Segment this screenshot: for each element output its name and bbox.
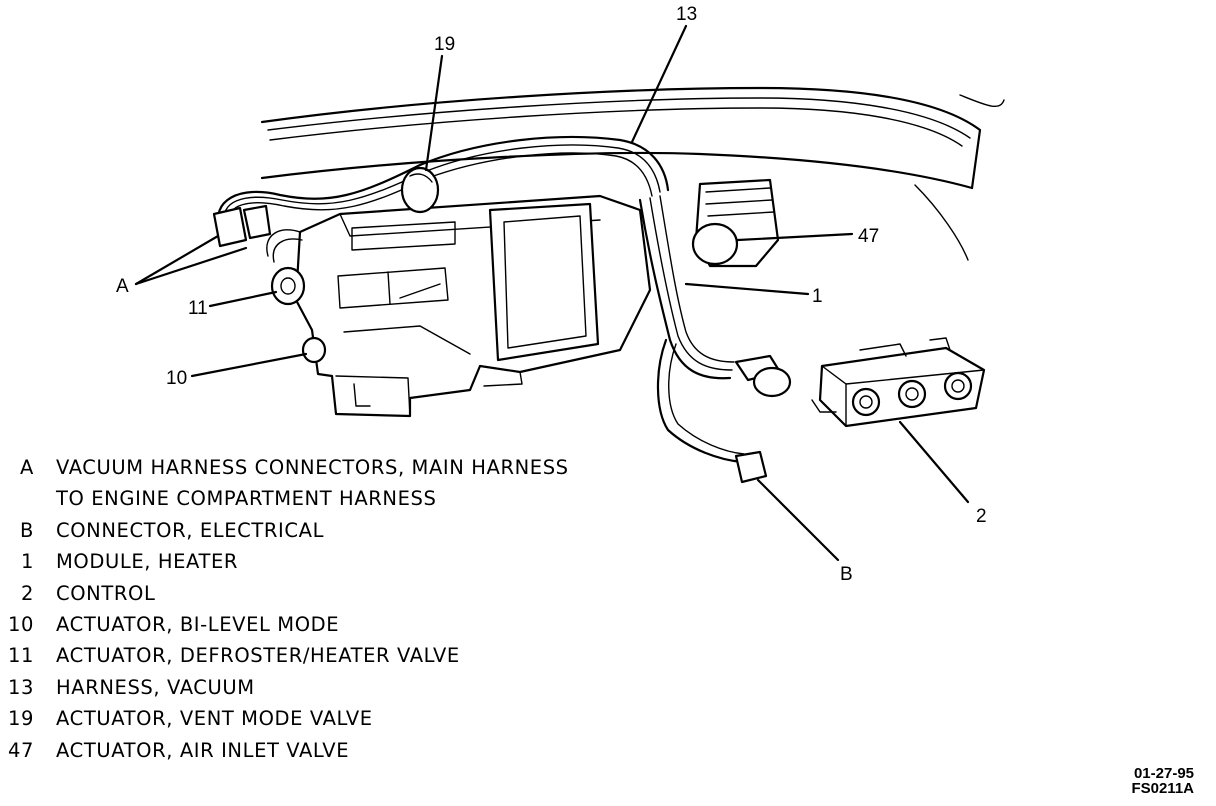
legend-text: ACTUATOR, AIR INLET VALVE — [56, 738, 350, 762]
callout-10: 10 — [166, 368, 187, 389]
figure-code: FS0211A — [1131, 780, 1194, 797]
legend-key: 13 — [7, 675, 34, 699]
figure-date: 01-27-95 — [1133, 765, 1194, 782]
legend-text: ACTUATOR, DEFROSTER/HEATER VALVE — [56, 644, 460, 668]
defroster-heater-actuator — [270, 266, 306, 306]
callout-19: 19 — [434, 34, 455, 55]
module-connector — [734, 354, 792, 398]
legend-text: MODULE, HEATER — [56, 550, 239, 574]
callout-1: 1 — [812, 286, 823, 307]
legend-text: TO ENGINE COMPARTMENT HARNESS — [56, 487, 437, 511]
air-inlet-actuator — [691, 178, 780, 268]
bi-level-actuator — [301, 336, 327, 364]
vacuum-connectors — [212, 204, 272, 248]
callout-13: 13 — [676, 4, 697, 25]
callout-2: 2 — [976, 506, 987, 527]
legend-text: VACUUM HARNESS CONNECTORS, MAIN HARNESS — [56, 456, 569, 479]
electrical-connector-b — [734, 450, 768, 484]
callout-47: 47 — [858, 226, 879, 247]
legend-text: ACTUATOR, VENT MODE VALVE — [56, 707, 373, 731]
legend-text: HARNESS, VACUUM — [56, 675, 255, 699]
legend-text: CONTROL — [56, 581, 156, 605]
control-head — [811, 337, 986, 428]
legend-key: B — [20, 518, 34, 542]
legend-key: 2 — [20, 581, 34, 605]
vent-mode-actuator — [400, 166, 440, 214]
callout-b: B — [840, 564, 853, 585]
legend-text: CONNECTOR, ELECTRICAL — [56, 518, 325, 542]
legend-key: 1 — [20, 550, 34, 574]
heater-module — [294, 194, 652, 418]
legend-key: A — [20, 456, 34, 479]
legend-key: 11 — [7, 644, 34, 668]
callout-a: A — [116, 276, 129, 297]
legend-key: 47 — [7, 738, 34, 762]
legend-key: 19 — [7, 707, 34, 731]
figure-reference: 01-27-95 FS0211A — [1131, 766, 1194, 796]
instrument-panel — [260, 86, 1005, 261]
callout-11: 11 — [188, 298, 208, 319]
leader-lines — [134, 24, 970, 562]
legend-text: ACTUATOR, BI-LEVEL MODE — [56, 612, 340, 636]
legend-key: 10 — [7, 612, 34, 636]
